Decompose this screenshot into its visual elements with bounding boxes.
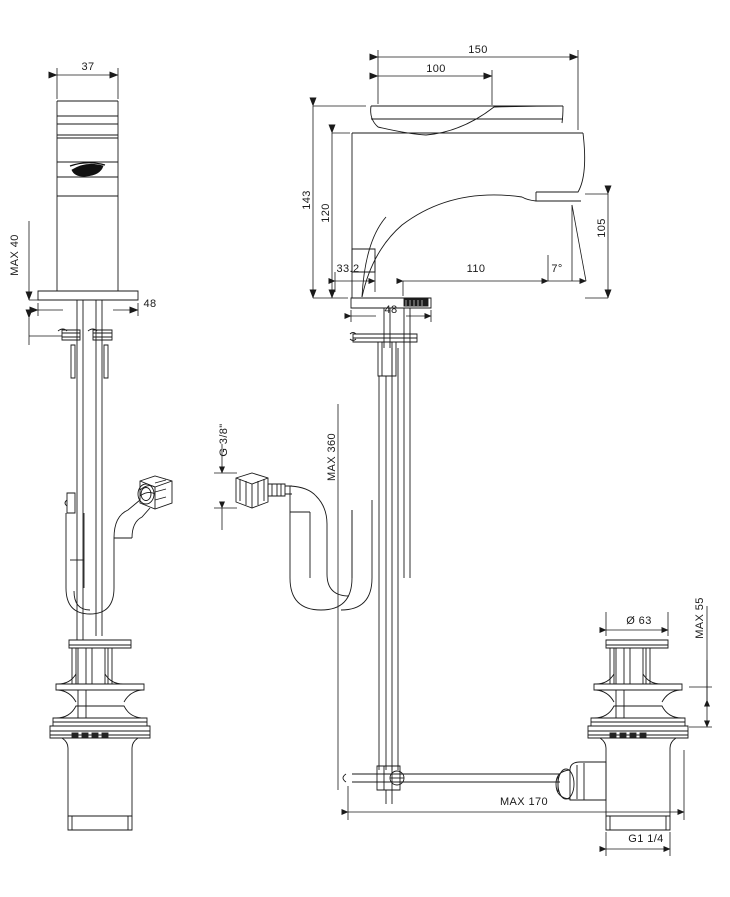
dim-label-37: 37 [81, 61, 94, 73]
side-view-hose-nut [235, 472, 292, 509]
front-view-drain-assembly [49, 639, 151, 831]
dim-label-max-55: MAX 55 [694, 597, 706, 639]
dim-label-33-2: 33.2 [336, 263, 359, 275]
dim-label-100: 100 [426, 63, 446, 75]
side-view-shank-and-hoses [349, 308, 418, 770]
side-view-drain-assembly [555, 639, 689, 831]
front-view-dimensions [25, 68, 139, 345]
dim-label-max-170: MAX 170 [500, 796, 548, 808]
dim-label-g38: G 3/8" [218, 423, 230, 456]
side-view-mixer-body [351, 105, 586, 298]
dim-label-g1-1-4: G1 1/4 [628, 833, 663, 845]
front-view-hose-nut [137, 475, 173, 510]
dim-label-7-degrees: 7° [551, 263, 562, 275]
dim-label-143: 143 [301, 190, 313, 210]
dim-label-max-360: MAX 360 [326, 433, 338, 481]
dim-label-120: 120 [320, 203, 332, 223]
dim-label-110: 110 [467, 263, 486, 275]
side-view-hose-ubend [289, 485, 373, 611]
front-view-shanks-and-hoses [57, 300, 151, 640]
side-view-deck-flange [350, 297, 432, 309]
dim-label-150: 150 [468, 44, 488, 56]
dimension-labels: 37 MAX 40 48 150 100 143 120 105 33.2 11… [9, 44, 706, 845]
dim-label-48-front: 48 [143, 298, 156, 310]
side-view-dimensions [214, 50, 712, 856]
front-view-deck-flange [37, 290, 139, 301]
dim-label-diameter-63: Ø 63 [626, 615, 651, 627]
front-view-mixer-body [56, 100, 119, 291]
dim-label-max-40: MAX 40 [9, 234, 21, 276]
dim-label-105: 105 [596, 218, 608, 238]
side-view-lift-rod [342, 765, 560, 804]
dim-label-48-side: 48 [384, 304, 397, 316]
